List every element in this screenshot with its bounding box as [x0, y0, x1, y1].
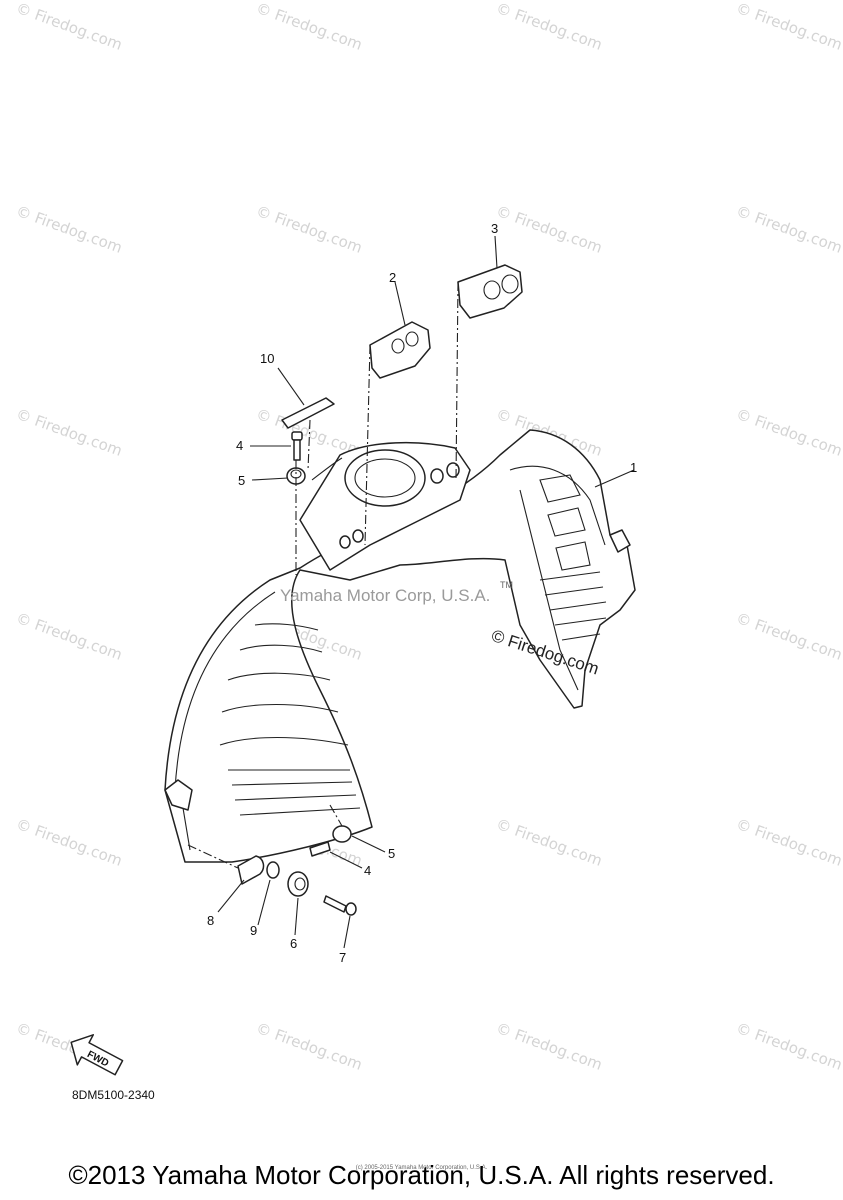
watermark: © Firedog.com [254, 202, 365, 257]
callout-8: 8 [207, 913, 214, 928]
screw-part-4-lower [309, 841, 331, 857]
watermark: © Firedog.com [14, 202, 125, 257]
callout-7: 7 [339, 950, 346, 965]
center-watermark-overlay: Yamaha Motor Corp, U.S.A. [280, 586, 491, 605]
collar-part-8 [237, 855, 265, 885]
watermark: © Firedog.com [494, 0, 605, 54]
watermark: © Firedog.com [14, 815, 125, 870]
callout-4-upper: 4 [236, 438, 243, 453]
callout-4-lower: 4 [364, 863, 371, 878]
watermark: © Firedog.com [734, 815, 843, 870]
callout-5-lower: 5 [388, 846, 395, 861]
leader-lines [217, 235, 635, 949]
watermark: © Firedog.com [254, 0, 365, 54]
watermark: © Firedog.com [734, 609, 843, 664]
callout-9: 9 [250, 923, 257, 938]
grommet-part-5-lower [332, 825, 352, 843]
small-copyright: (c) 2005-2015 Yamaha Motor Corporation, … [355, 1165, 488, 1171]
watermark: © Firedog.com [254, 1019, 365, 1074]
callout-5-upper: 5 [238, 473, 245, 488]
plate-part-3 [457, 264, 523, 319]
watermark: © Firedog.com [494, 202, 605, 257]
watermark: © Firedog.com [734, 1019, 843, 1074]
diagram-code: 8DM5100-2340 [72, 1088, 155, 1102]
callout-3: 3 [491, 221, 498, 236]
watermark: © Firedog.com [14, 405, 125, 460]
screw-part-4-upper [291, 431, 303, 461]
callout-1: 1 [630, 460, 637, 475]
callouts: 1 2 3 10 4 5 5 4 8 9 6 7 [207, 221, 637, 965]
watermark: © Firedog.com [494, 1019, 605, 1074]
trademark-mark: TM [500, 580, 513, 590]
bolt-part-7 [323, 895, 357, 916]
strip-part-10 [281, 397, 335, 429]
cover-part-1 [164, 429, 636, 863]
copyright-notice: ©2013 Yamaha Motor Corporation, U.S.A. A… [68, 1160, 775, 1190]
plate-part-2 [369, 321, 431, 379]
washer-part-9 [266, 861, 280, 879]
callout-6: 6 [290, 936, 297, 951]
watermark: © Firedog.com [494, 815, 605, 870]
grommet-part-6 [287, 871, 309, 897]
watermark: © Firedog.com [14, 609, 125, 664]
watermark: © Firedog.com [734, 405, 843, 460]
assembly-lines [187, 281, 459, 869]
watermark: © Firedog.com [14, 0, 125, 54]
callout-2: 2 [389, 270, 396, 285]
watermark: © Firedog.com [734, 0, 843, 54]
watermark: © Firedog.com [734, 202, 843, 257]
callout-10: 10 [260, 351, 274, 366]
